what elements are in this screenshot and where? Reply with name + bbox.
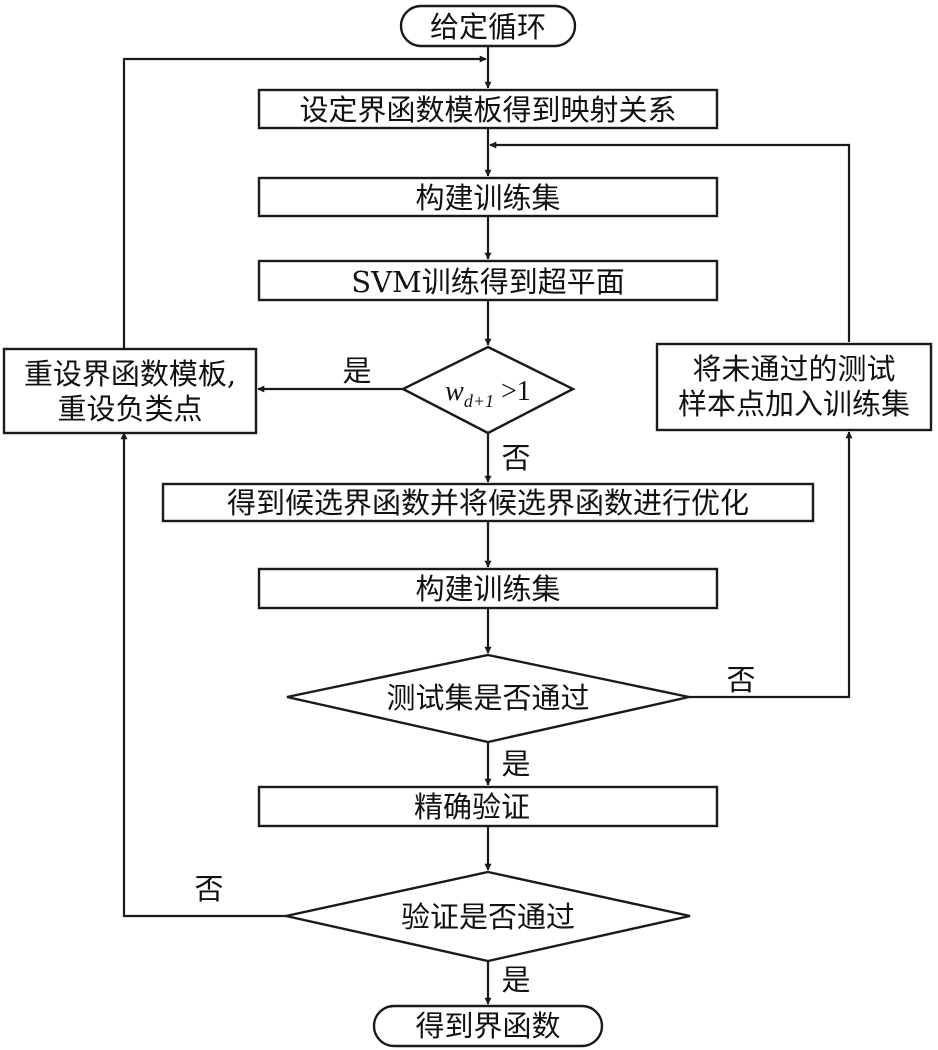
decision-verify-pass: 验证是否通过 xyxy=(285,870,691,963)
decision-verify-label: 验证是否通过 xyxy=(401,900,575,934)
reset-template-label-line2: 重设负类点 xyxy=(57,392,202,426)
label-w-yes: 是 xyxy=(342,354,371,388)
start-node: 给定循环 xyxy=(399,4,577,48)
reset-template-box: 重设界函数模板, 重设负类点 xyxy=(2,347,258,435)
svm-train-label: SVM训练得到超平面 xyxy=(351,265,625,299)
get-candidate-label: 得到候选界函数并将候选界函数进行优化 xyxy=(227,486,749,520)
precise-verify-box: 精确验证 xyxy=(257,785,719,828)
build-train-label-2: 构建训练集 xyxy=(415,572,560,606)
reset-template-label-line1: 重设界函数模板, xyxy=(24,357,236,391)
edge-labels: 是 否 否 是 否 是 xyxy=(194,354,755,997)
end-label: 得到界函数 xyxy=(415,1009,560,1043)
build-train-box-1: 构建训练集 xyxy=(257,176,719,218)
set-template-label: 设定界函数模板得到映射关系 xyxy=(299,93,676,127)
end-node: 得到界函数 xyxy=(372,1004,604,1048)
set-template-box: 设定界函数模板得到映射关系 xyxy=(257,88,719,130)
start-label: 给定循环 xyxy=(430,10,546,44)
add-failed-samples-box: 将未通过的测试 样本点加入训练集 xyxy=(655,342,933,432)
precise-verify-label: 精确验证 xyxy=(414,790,530,824)
edge-addfailed-loop-to-build1 xyxy=(489,141,851,342)
build-train-label-1: 构建训练集 xyxy=(415,181,560,215)
add-failed-label-line1: 将未通过的测试 xyxy=(692,352,895,386)
label-test-no: 否 xyxy=(726,663,755,697)
get-candidate-box: 得到候选界函数并将候选界函数进行优化 xyxy=(161,482,815,523)
edge-condtest-no-to-addfailed xyxy=(689,431,853,699)
edges xyxy=(120,46,853,1005)
svm-train-box: SVM训练得到超平面 xyxy=(257,259,719,302)
label-test-yes: 是 xyxy=(501,747,530,781)
decision-test-label: 测试集是否通过 xyxy=(386,681,589,715)
decision-test-pass: 测试集是否通过 xyxy=(286,653,690,744)
label-verify-yes: 是 xyxy=(501,963,530,997)
label-verify-no: 否 xyxy=(194,872,223,906)
build-train-box-2: 构建训练集 xyxy=(257,567,719,610)
edge-reset-loop-to-template xyxy=(122,55,487,349)
add-failed-label-line2: 样本点加入训练集 xyxy=(678,387,910,421)
label-w-no: 否 xyxy=(501,441,530,475)
decision-w-greater-than-one: wd+1 >1 xyxy=(400,345,576,435)
edge-condverify-no-to-reset xyxy=(120,432,288,918)
decision-w-expression: wd+1 >1 xyxy=(445,376,531,411)
